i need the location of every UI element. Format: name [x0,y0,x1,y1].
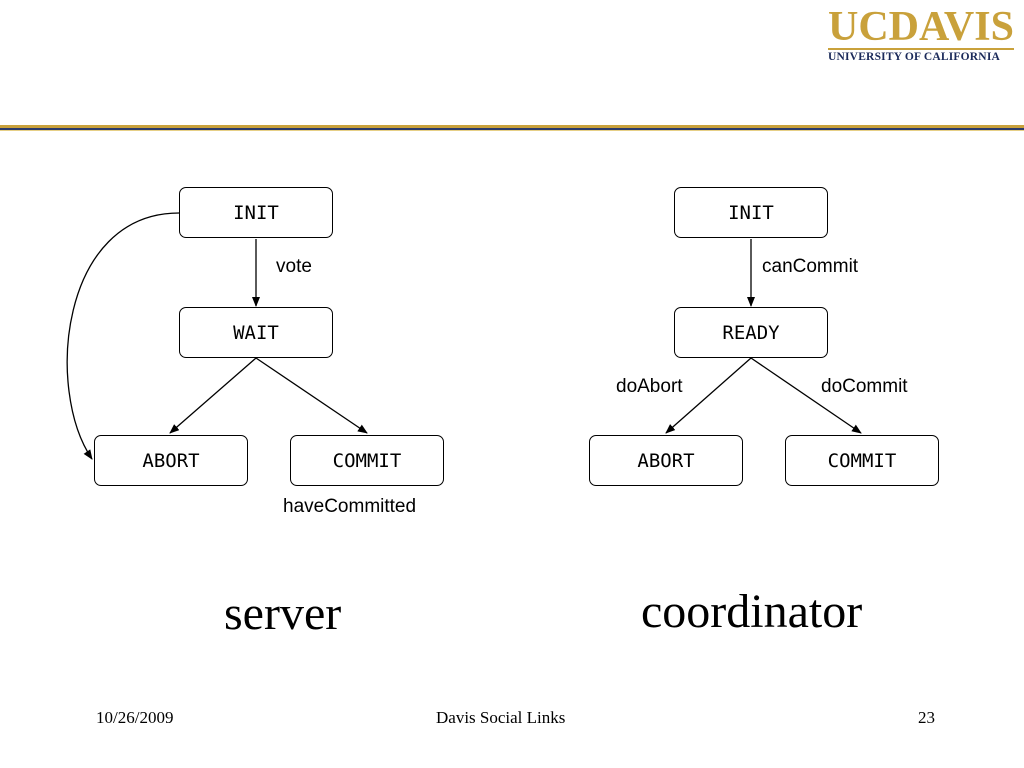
server-label-vote: vote [276,256,312,277]
logo-underline [828,48,1014,50]
server-caption: server [224,587,342,640]
server-arrow-wait-abort [169,357,257,434]
coordinator-state-commit: COMMIT [785,435,939,486]
coordinator-label-can-commit: canCommit [762,256,859,277]
footer-page-number: 23 [918,708,935,727]
server-label-have-committed: haveCommitted [283,496,417,517]
coordinator-state-init: INIT [674,187,828,238]
uc-davis-logo: UCDAVIS UNIVERSITY OF CALIFORNIA [828,4,1018,63]
server-arrow-init-abort [66,212,180,460]
coordinator-label-do-commit: doCommit [821,376,908,397]
server-state-wait: WAIT [179,307,333,358]
header-rule-navy [0,128,1024,130]
server-state-init: INIT [179,187,333,238]
logo-uc: UC [828,4,889,50]
coordinator-arrow-ready-abort [665,357,752,434]
server-arrow-wait-commit [255,357,368,434]
server-state-abort: ABORT [94,435,248,486]
coordinator-label-do-abort: doAbort [616,376,683,397]
logo-davis: DAVIS [888,4,1014,50]
footer-date: 10/26/2009 [96,708,174,727]
header-rule-gold [0,125,1024,128]
coordinator-state-abort: ABORT [589,435,743,486]
coordinator-arrow-ready-commit [750,357,862,434]
coordinator-state-ready: READY [674,307,828,358]
footer-title: Davis Social Links [436,708,566,727]
logo-subtitle: UNIVERSITY OF CALIFORNIA [828,51,1000,63]
server-state-commit: COMMIT [290,435,444,486]
header-rule-gold-light [0,130,1024,131]
coordinator-caption: coordinator [641,585,863,638]
